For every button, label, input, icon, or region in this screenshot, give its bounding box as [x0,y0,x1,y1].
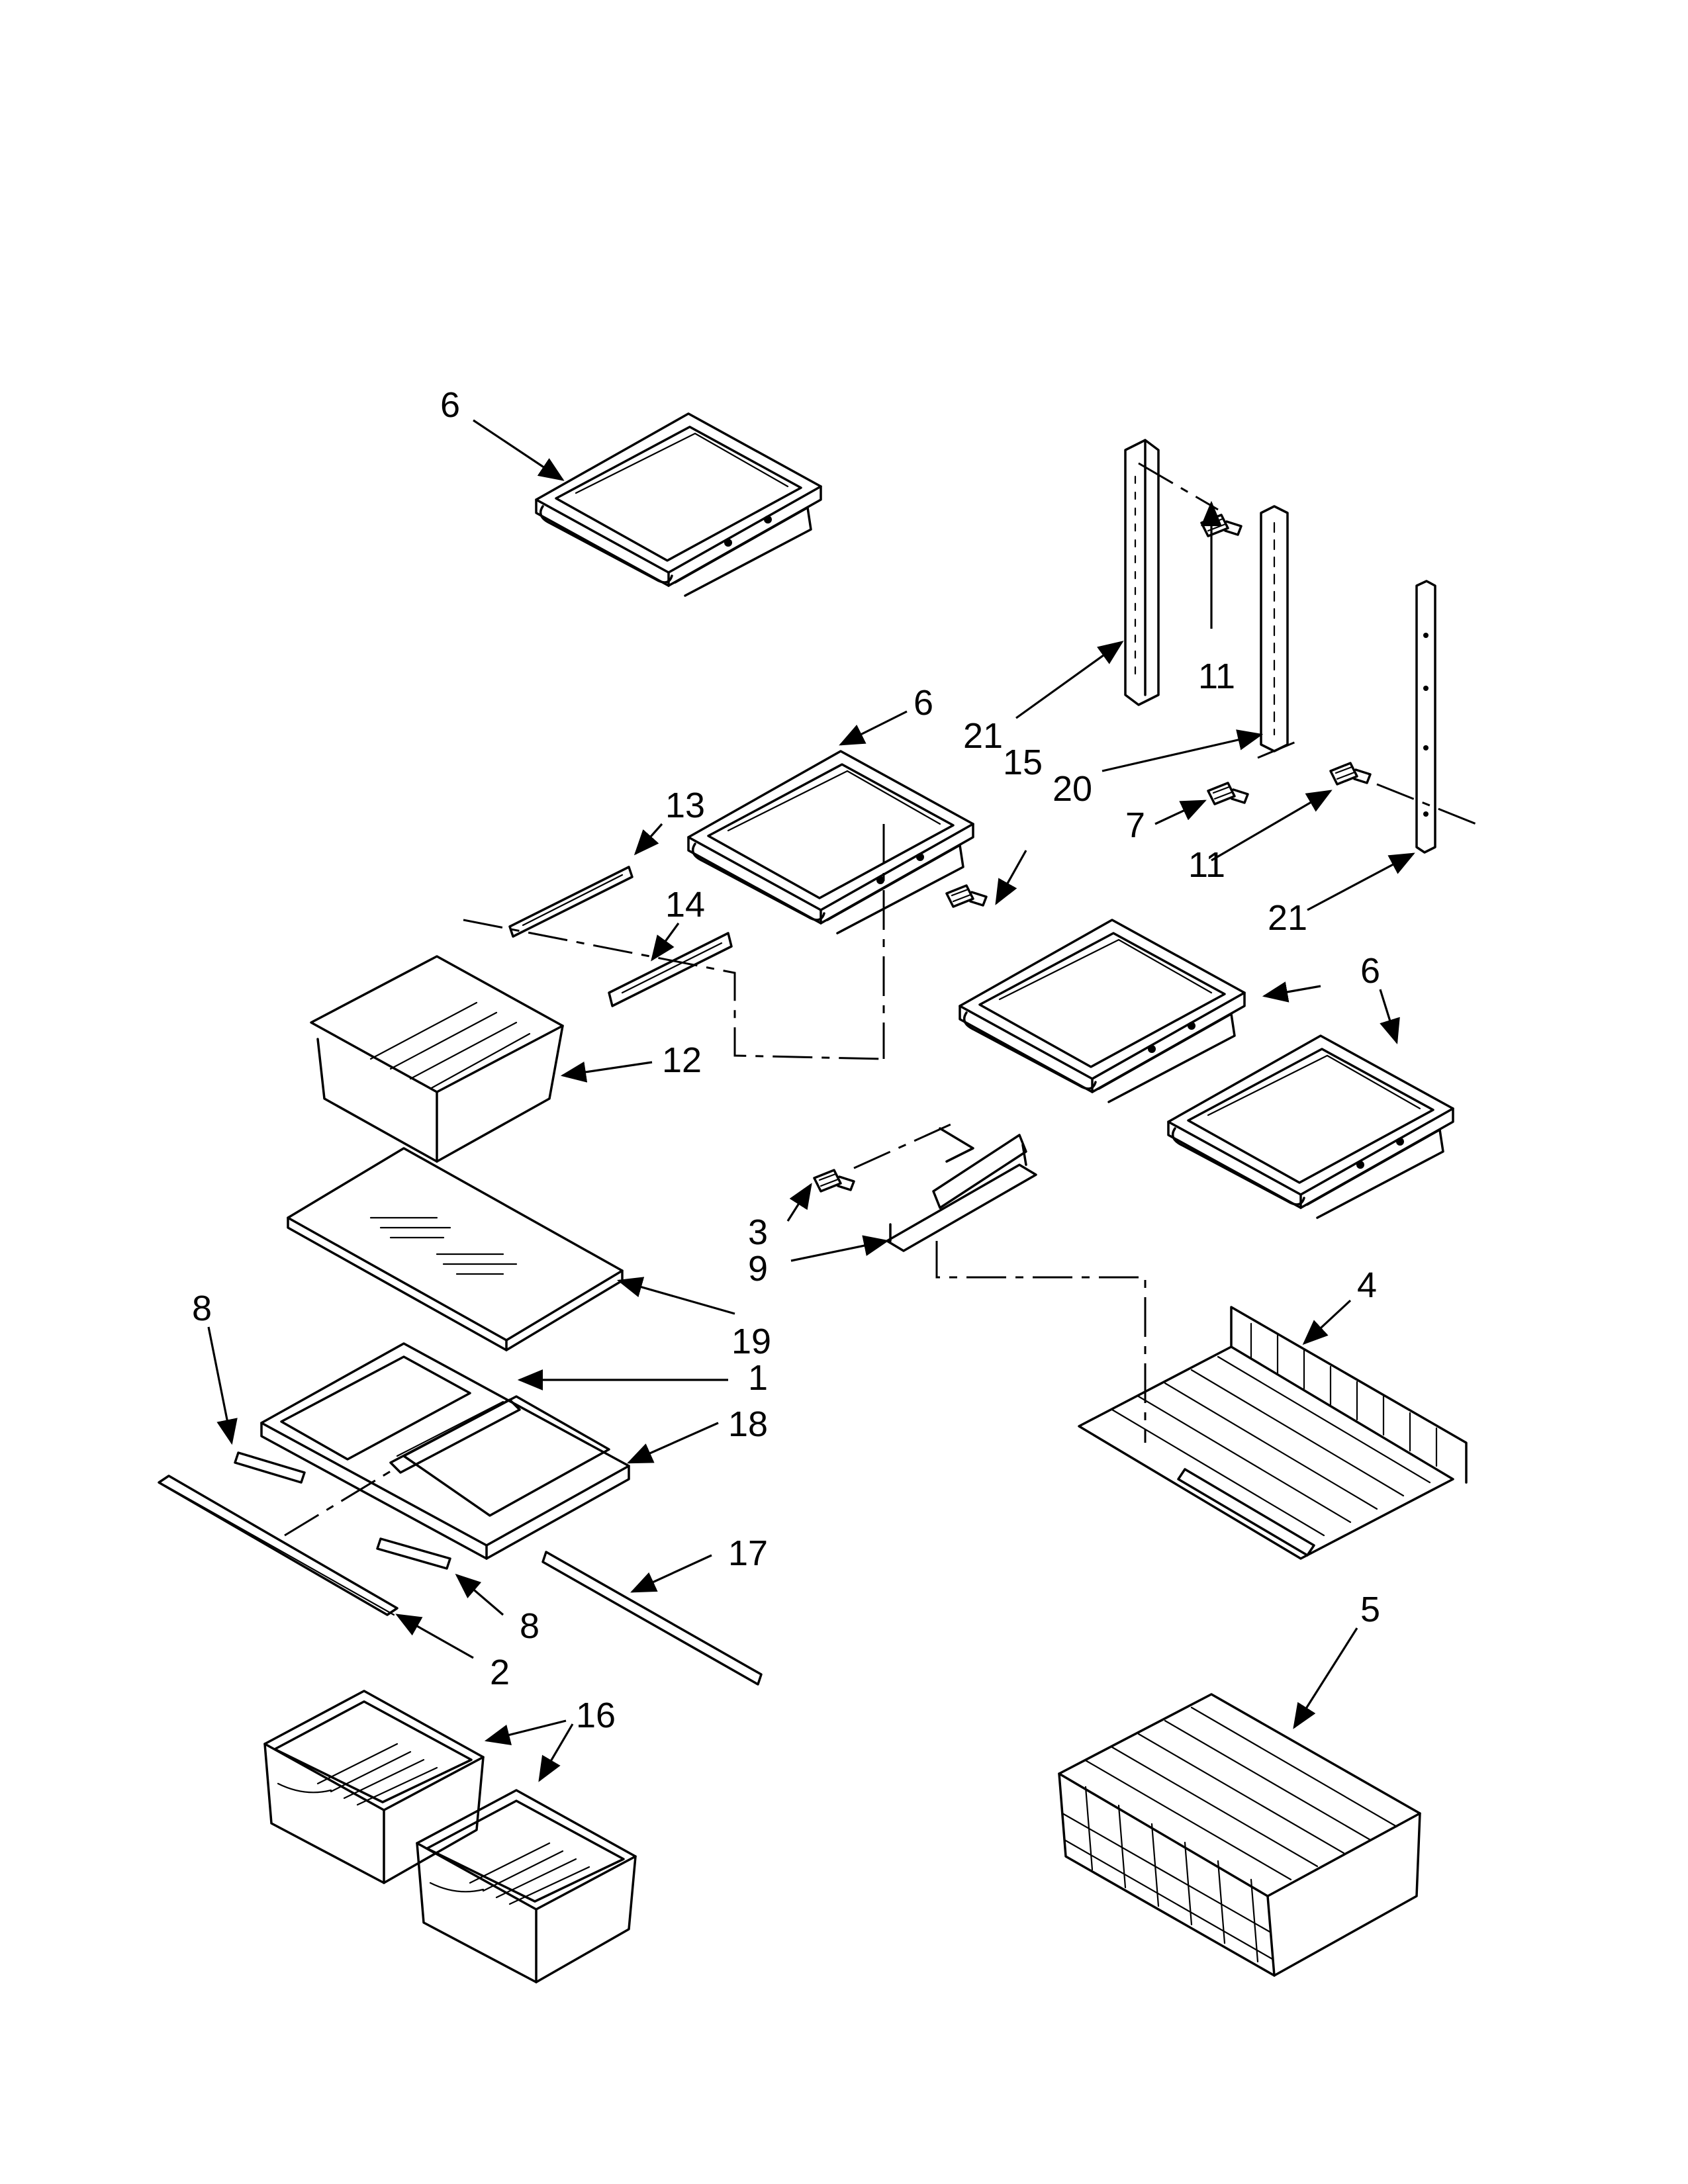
slide-13 [508,866,633,938]
crisper-frame [260,1342,630,1560]
callout-15: 15 [1003,743,1043,782]
callout-7: 7 [1125,805,1145,845]
crisper-bin-right [416,1789,637,1983]
wire-basket-shelf [1078,1306,1468,1560]
callout-3: 3 [748,1212,768,1252]
callout-2: 2 [490,1653,510,1692]
callout-4: 4 [1357,1265,1377,1305]
callout-13: 13 [665,786,705,825]
callout-6-right-upper: 6 [1360,951,1380,991]
callout-20: 20 [1053,769,1092,809]
bracket-left [234,1451,306,1484]
callout-labels: 6 6 21 15 11 20 7 11 21 13 14 12 6 3 9 4… [192,385,1380,1735]
callout-18: 18 [728,1404,768,1444]
callout-11-top: 11 [1198,657,1235,696]
callout-17: 17 [728,1533,768,1573]
callout-8-right: 8 [520,1606,539,1646]
shelf-right-lower [1167,1034,1454,1219]
shelf-right-upper [959,919,1246,1103]
center-slide [389,1398,521,1474]
callout-19: 19 [731,1322,771,1361]
slide-14 [608,932,733,1007]
callout-12: 12 [662,1040,702,1080]
callout-11-bottom: 11 [1188,845,1225,885]
callout-9: 9 [748,1249,768,1289]
rail-left [1124,439,1160,706]
callout-8-left: 8 [192,1289,212,1328]
deli-drawer [310,955,564,1163]
callout-6-middle: 6 [914,683,933,723]
bracket-right [376,1537,451,1570]
callout-14: 14 [665,885,705,925]
front-trim [158,1475,399,1616]
callout-21-left: 21 [963,716,1003,756]
crisper-bin-left [263,1690,485,1884]
rail-center [1260,505,1289,752]
callout-16: 16 [576,1696,616,1735]
rail-right [1415,580,1436,854]
shelf-middle [687,750,974,934]
assembly-lines [284,462,1477,1537]
bin-bracket [886,1127,1037,1252]
shelf-top [535,412,822,597]
glass-shelf [287,1147,624,1351]
callout-5: 5 [1360,1590,1380,1629]
rod [541,1551,763,1686]
callout-21-right: 21 [1268,898,1307,938]
wire-basket [1058,1693,1421,1977]
callout-6-top: 6 [440,385,460,425]
leader-lines [207,419,1415,1782]
callout-1: 1 [748,1358,768,1398]
